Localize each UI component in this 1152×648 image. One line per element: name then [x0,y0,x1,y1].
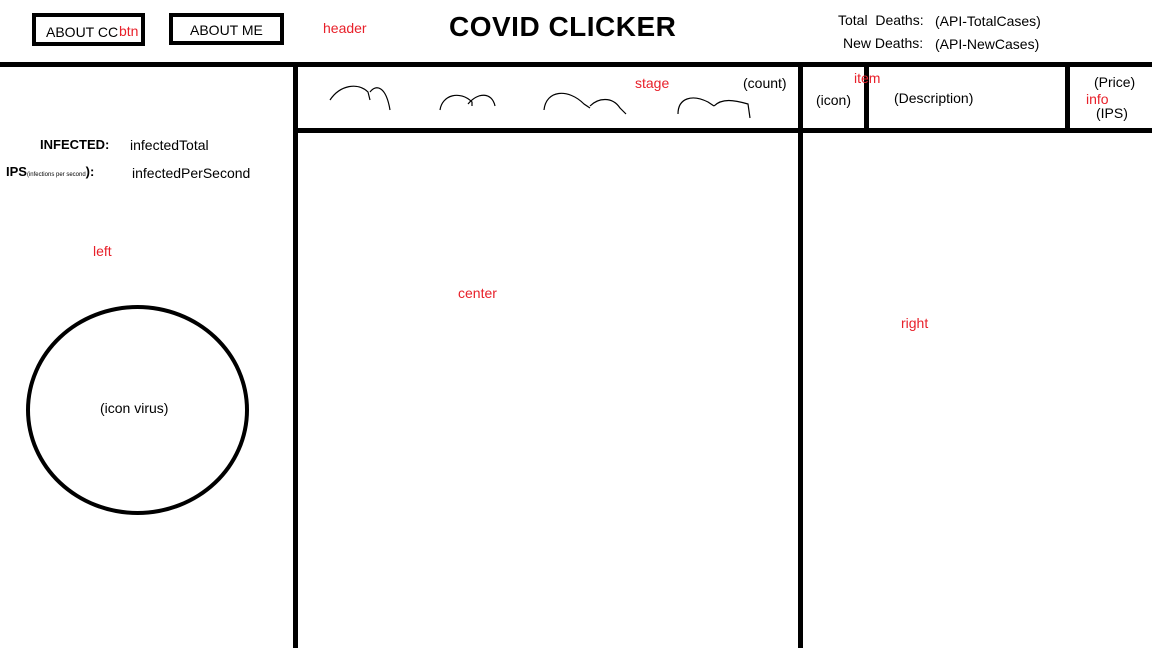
item-icon-divider [864,64,869,130]
virus-icon: (icon virus) [100,400,169,416]
stage-bottom-border [296,128,1152,133]
item-ips: (IPS) [1096,105,1128,121]
about-cc-label: ABOUT CC [46,24,119,40]
stage-scribble-3 [543,92,627,115]
about-me-label: ABOUT ME [190,22,263,38]
annotation-info: info [1086,91,1109,107]
item-description: (Description) [894,90,974,106]
ips-subtitle: (infections per second [26,172,86,178]
annotation-center: center [458,285,497,301]
annotation-header: header [323,20,367,36]
annotation-item: item [854,70,881,86]
infected-total-value: infectedTotal [130,137,209,153]
total-deaths-label: Total Deaths: [838,12,924,28]
stage-count: (count) [743,75,787,91]
stage-scribble-1 [329,85,391,111]
ips-label: IPS(infections per second): [6,164,94,179]
center-right-divider [798,64,803,648]
left-panel-divider [293,64,298,648]
item-icon: (icon) [816,92,852,108]
about-me-button[interactable]: ABOUT ME [169,13,284,45]
annotation-right: right [901,315,929,331]
ips-label-text: IPS [6,164,27,179]
item-info-divider [1065,64,1070,130]
stage-scribble-2 [439,94,496,111]
ips-label-close: ): [85,164,95,179]
item-price: (Price) [1094,74,1136,90]
new-deaths-value: (API-NewCases) [935,36,1040,52]
stage-scribbles [329,85,751,119]
annotation-stage: stage [635,75,670,91]
about-cc-button[interactable]: ABOUT CC btn [32,13,145,46]
annotation-left: left [93,243,112,259]
virus-click-button[interactable]: (icon virus) [26,305,249,515]
ips-value: infectedPerSecond [132,165,251,181]
stage-scribble-4 [677,97,751,119]
header-divider [0,62,1152,67]
page-title: COVID CLICKER [449,11,677,42]
total-deaths-value: (API-TotalCases) [935,13,1041,29]
annotation-btn: btn [119,23,139,39]
infected-label: INFECTED: [40,137,110,152]
new-deaths-label: New Deaths: [843,35,924,51]
